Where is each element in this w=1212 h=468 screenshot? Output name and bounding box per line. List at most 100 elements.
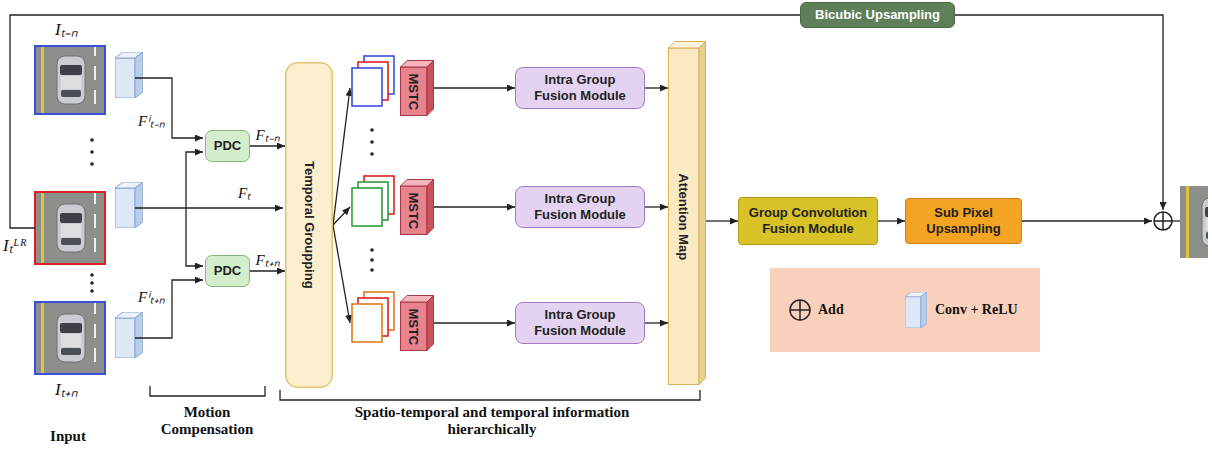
annotation-label: Input [23, 428, 113, 445]
input-frame [35, 44, 105, 116]
fusion-box: Group Convolution Fusion Module [738, 197, 878, 245]
box-label: Intra Group Fusion Module [522, 307, 638, 338]
group-arrow [333, 88, 350, 225]
annotation-label: Motion Compensation [142, 404, 272, 439]
box-label: PDC [214, 138, 241, 154]
annotation-label: Iₜᴸᴿ [3, 236, 27, 255]
conv-block [115, 182, 143, 228]
add-symbol [1154, 212, 1172, 230]
dot [90, 162, 94, 166]
flow-arrow [434, 87, 515, 88]
bracket [280, 390, 700, 400]
dot [90, 150, 94, 154]
block-front [401, 67, 428, 116]
box-label: Intra Group Fusion Module [522, 72, 638, 103]
fusion-box: Intra Group Fusion Module [515, 302, 645, 343]
dot [370, 140, 374, 144]
output-frame [1180, 186, 1212, 258]
flow-arrow [878, 220, 905, 221]
conv-block [115, 312, 143, 358]
block-label: MSTC [406, 308, 422, 345]
block-side [427, 296, 434, 351]
edge-label: Fₜ₋ₙ [254, 127, 280, 143]
annotation-label: Spatio-temporal and temporal information… [312, 404, 672, 439]
feature-wire [135, 207, 283, 208]
block-front [401, 302, 428, 351]
fusion-box: Intra Group Fusion Module [515, 67, 645, 108]
box-label: PDC [214, 263, 241, 279]
mstc-block: MSTC [400, 179, 434, 235]
fusion-box: Intra Group Fusion Module [515, 186, 645, 227]
legend-label: Conv + ReLU [935, 302, 1018, 317]
annotation-label: Iₜ₊ₙ [55, 380, 78, 399]
skip-wire [955, 15, 1163, 210]
box-label: Sub Pixel Upsampling [912, 205, 1015, 236]
mstc-block: MSTC [400, 60, 434, 116]
group-arrow [333, 207, 350, 225]
edge-label: Fₜ₊ₙ [254, 252, 280, 268]
dot [370, 128, 374, 132]
flow-arrow [250, 270, 285, 271]
annotation-label: Fₜ [238, 185, 251, 201]
dot [90, 289, 94, 293]
flow-arrow [706, 220, 738, 221]
box-label: Group Convolution Fusion Module [745, 205, 871, 236]
block-label: Temporal Groupping [301, 161, 317, 289]
block-front [401, 186, 428, 235]
block-front [669, 48, 700, 385]
block-side [427, 61, 434, 116]
box-label: Intra Group Fusion Module [522, 191, 638, 222]
feature-wires [10, 15, 1180, 400]
block-side [427, 180, 434, 235]
dot [90, 138, 94, 142]
input-frame [35, 302, 105, 374]
add-circle [790, 300, 810, 320]
band-outline [286, 63, 333, 388]
add-cross [1154, 212, 1172, 230]
block-label: MSTC [406, 192, 422, 229]
input-frame [35, 192, 105, 264]
dot [370, 268, 374, 272]
conv-block [115, 52, 143, 98]
upsampling-box: Bicubic Upsampling [800, 2, 955, 28]
stack-frame [352, 304, 382, 342]
flow-arrow [645, 206, 668, 207]
grouping-band: Temporal Groupping [285, 62, 333, 388]
box-label: Bicubic Upsampling [815, 7, 940, 23]
output-wire [1172, 220, 1180, 221]
feature-wire [135, 78, 203, 138]
stack-frame [352, 68, 382, 106]
dot [370, 258, 374, 262]
bracket [150, 386, 265, 396]
add-cross [790, 300, 810, 320]
flow-arrow [645, 87, 668, 88]
legend-panel [770, 268, 1040, 352]
flow-arrow [645, 322, 668, 323]
flow-arrow [434, 322, 515, 323]
legend-add-symbol [790, 300, 810, 320]
annotation-label: Fⁱₜ₋ₙ [138, 113, 165, 129]
annotation-label: Iₜ₋ₙ [55, 20, 78, 39]
block-label: Attention Map [676, 173, 692, 260]
dot [370, 248, 374, 252]
pdc-box: PDC [205, 255, 250, 287]
block-side [699, 42, 706, 385]
dot [90, 273, 94, 277]
annotation-label: Fⁱₜ₊ₙ [138, 289, 165, 305]
dot [370, 152, 374, 156]
frame-border [35, 192, 105, 264]
frame-border [35, 46, 105, 114]
block-label: MSTC [406, 73, 422, 110]
legend-label: Add [818, 302, 844, 317]
stack-frame [352, 188, 382, 226]
add-circle [1154, 212, 1172, 230]
frame-border [35, 302, 105, 374]
frame-stack [352, 56, 394, 342]
legend-conv-symbol [905, 292, 927, 328]
pdc-box: PDC [205, 130, 250, 162]
upsampling-box: Sub Pixel Upsampling [905, 198, 1022, 244]
flow-arrow [434, 206, 515, 207]
feature-wire [135, 280, 203, 338]
mstc-block: MSTC [400, 295, 434, 351]
feature-wire [186, 208, 203, 266]
